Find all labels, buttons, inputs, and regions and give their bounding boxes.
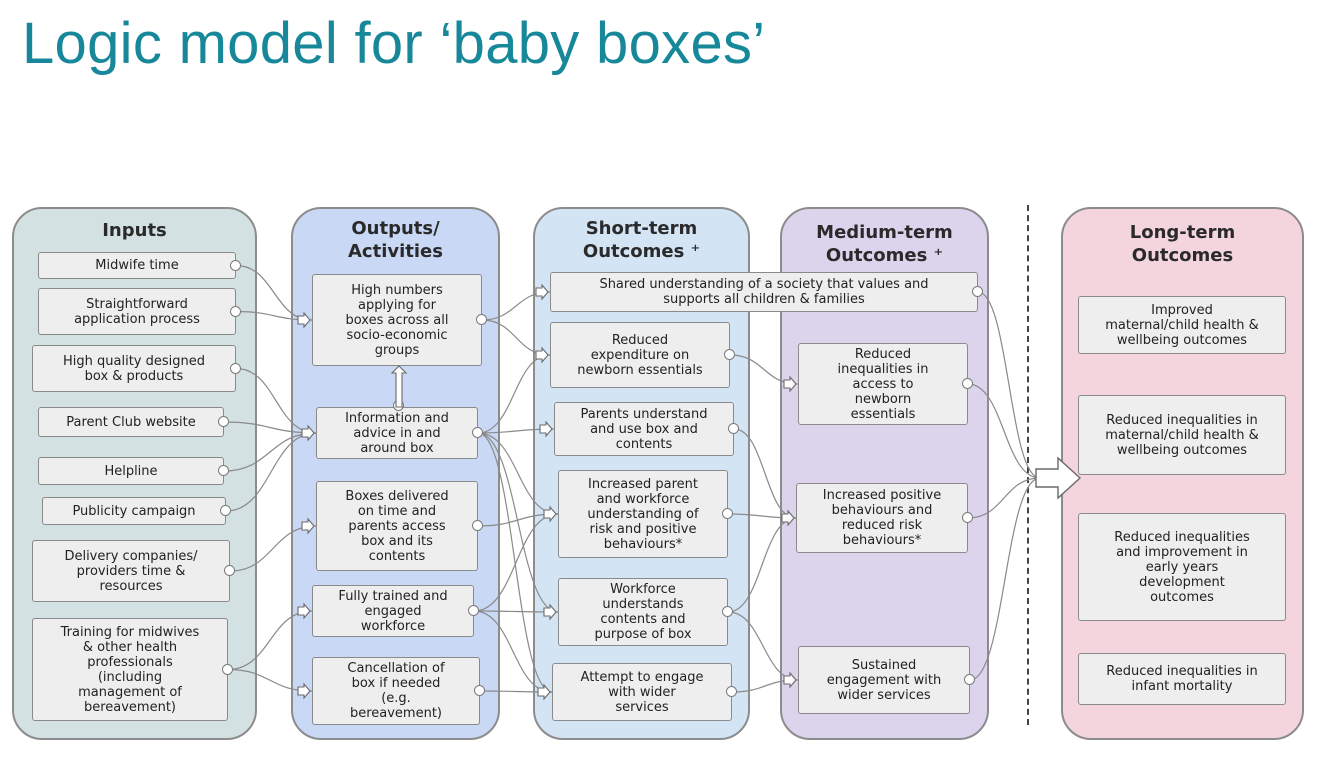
short-reduced-expenditure: Reduced expenditure on newborn essential…	[550, 322, 730, 388]
arrowhead	[543, 505, 557, 523]
output-high-numbers: High numbers applying for boxes across a…	[312, 274, 482, 366]
connector-port	[474, 685, 485, 696]
output-trained-workforce: Fully trained and engaged workforce	[312, 585, 474, 637]
input-helpline: Helpline	[38, 457, 224, 485]
input-delivery: Delivery companies/ providers time & res…	[32, 540, 230, 602]
medium-positive-behaviours: Increased positive behaviours and reduce…	[796, 483, 968, 553]
input-box-quality: High quality designed box & products	[32, 345, 236, 392]
connector-line	[967, 477, 1041, 519]
arrowhead	[543, 603, 557, 621]
arrowhead	[535, 283, 549, 301]
arrowhead	[297, 682, 311, 700]
connector-port	[230, 259, 241, 271]
arrowhead	[539, 420, 553, 438]
slide-title: Logic model for ‘baby boxes’	[22, 11, 766, 76]
output-boxes-delivered: Boxes delivered on time and parents acce…	[316, 481, 478, 571]
arrowhead	[301, 424, 315, 442]
output-cancellation: Cancellation of box if needed (e.g. bere…	[312, 657, 480, 725]
connector-port	[724, 349, 735, 360]
connector-port	[224, 565, 235, 576]
connector-line	[967, 383, 1041, 479]
connector-port	[472, 520, 483, 531]
input-training: Training for midwives & other health pro…	[32, 618, 228, 721]
short-workforce-understands: Workforce understands contents and purpo…	[558, 578, 728, 646]
connector-port	[476, 314, 487, 325]
arrowhead	[535, 346, 549, 364]
connector-port	[230, 305, 241, 317]
input-parent-club: Parent Club website	[38, 407, 224, 437]
connector-line	[977, 291, 1041, 479]
input-publicity: Publicity campaign	[42, 497, 226, 525]
arrowhead	[297, 602, 311, 620]
arrowhead	[297, 311, 311, 329]
outputs-heading: Outputs/ Activities	[348, 218, 443, 262]
connector-port	[728, 423, 739, 434]
arrowhead	[783, 671, 797, 689]
long-improved-health: Improved maternal/child health & wellbei…	[1078, 296, 1286, 354]
short-term-heading: Short-term Outcomes ⁺	[582, 218, 701, 262]
short-shared-understanding: Shared understanding of a society that v…	[550, 272, 978, 312]
big-arrow	[1035, 456, 1082, 500]
medium-reduced-inequalities-access: Reduced inequalities in access to newbor…	[798, 343, 968, 425]
connector-port	[962, 378, 973, 389]
long-infant-mortality: Reduced inequalities in infant mortality	[1078, 653, 1286, 705]
short-increased-understanding: Increased parent and workforce understan…	[558, 470, 728, 558]
connector-port	[230, 362, 241, 374]
long-early-years: Reduced inequalities and improvement in …	[1078, 513, 1286, 621]
arrowhead	[783, 375, 797, 393]
connector-line	[969, 477, 1041, 681]
arrowhead	[301, 517, 315, 535]
vertical-arrow	[390, 365, 408, 408]
connector-port	[218, 416, 229, 427]
connector-port	[722, 606, 733, 617]
input-midwife-time: Midwife time	[38, 252, 236, 279]
arrowhead	[537, 683, 551, 701]
connector-port	[972, 286, 983, 297]
medium-term-heading: Medium-term Outcomes ⁺	[816, 222, 953, 266]
inputs-heading: Inputs	[102, 220, 167, 241]
connector-port	[472, 427, 483, 438]
long-term-heading: Long-term Outcomes	[1129, 222, 1236, 266]
medium-sustained-engagement: Sustained engagement with wider services	[798, 646, 970, 714]
connector-line	[477, 432, 553, 693]
connector-port	[220, 505, 231, 516]
divider-line	[1027, 205, 1029, 725]
connector-port	[722, 508, 733, 519]
connector-port	[964, 674, 975, 685]
input-application-process: Straightforward application process	[38, 288, 236, 335]
connector-port	[222, 663, 233, 675]
connector-port	[218, 465, 229, 476]
connector-port	[962, 512, 973, 523]
short-parents-understand: Parents understand and use box and conte…	[554, 402, 734, 456]
output-information: Information and advice in and around box	[316, 407, 478, 459]
connector-port	[726, 686, 737, 697]
connector-port	[468, 605, 479, 616]
connector-line	[477, 432, 559, 613]
long-reduced-inequalities-health: Reduced inequalities in maternal/child h…	[1078, 395, 1286, 475]
arrowhead	[781, 509, 795, 527]
